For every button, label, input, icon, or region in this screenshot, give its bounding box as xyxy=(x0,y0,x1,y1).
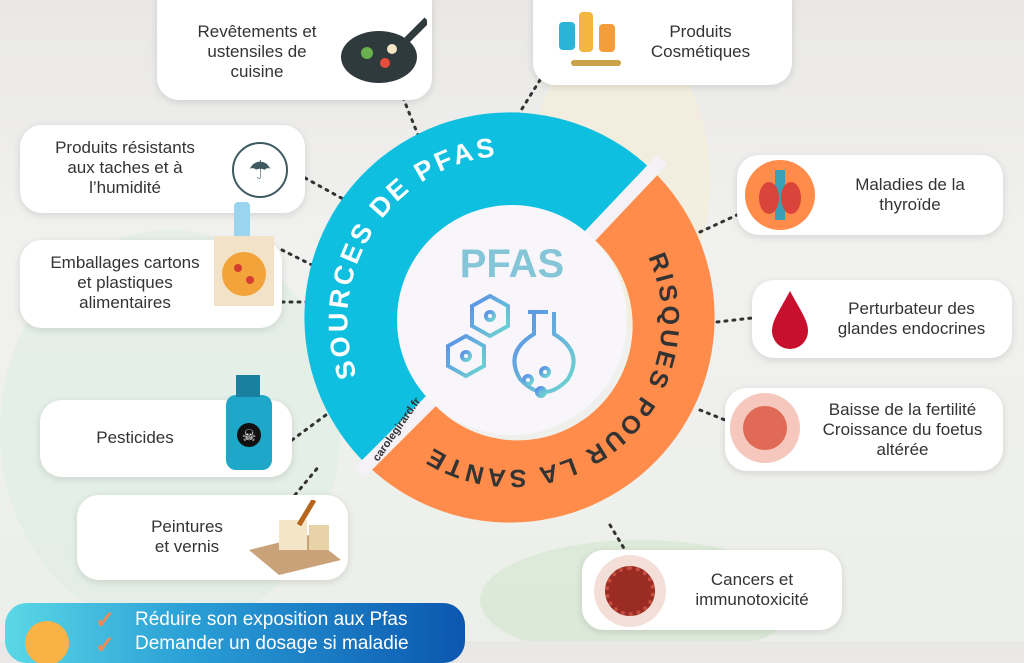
risk-card-fertility: Baisse de la fertilité Croissance du foe… xyxy=(725,388,1003,471)
virus-icon xyxy=(594,555,666,627)
molecule-flask-icon xyxy=(446,293,576,398)
source-label: Produits résistants aux taches et à l’hu… xyxy=(55,138,195,197)
risk-label: Cancers et immunotoxicité xyxy=(695,570,809,609)
source-card-pesticides: Pesticides ☠ xyxy=(40,375,292,477)
risk-label: Maladies de la thyroïde xyxy=(855,175,965,214)
risks-segment xyxy=(367,170,715,523)
sprayer-icon: ☠ xyxy=(212,365,287,477)
source-card-packaging: Emballages cartons et plastiques aliment… xyxy=(20,202,282,328)
source-label: Produits Cosmétiques xyxy=(650,22,751,61)
umbrella-icon: ☂ xyxy=(232,142,288,198)
sun-icon xyxy=(25,621,69,663)
paint-icon xyxy=(249,500,341,575)
center-circle xyxy=(397,205,627,435)
source-label: Revêtements et ustensiles de cuisine xyxy=(197,22,317,81)
source-label: Peintures et vernis xyxy=(151,517,223,556)
risk-label: Perturbateur des glandes endocrines xyxy=(837,299,986,338)
check-icon: ✓ xyxy=(95,607,116,634)
risk-label: Baisse de la fertilité Croissance du foe… xyxy=(822,400,983,459)
advice-line: Demander un dosage si maladie xyxy=(135,633,409,654)
source-label: Pesticides xyxy=(96,428,174,447)
source-card-cookware: Revêtements et ustensiles de cuisine xyxy=(157,0,432,100)
sources-segment xyxy=(304,112,652,466)
risk-card-thyroid: Maladies de la thyroïde xyxy=(737,155,1003,235)
pizza-box-icon xyxy=(206,202,286,322)
source-label: Emballages cartons et plastiques aliment… xyxy=(50,253,200,312)
check-icon: ✓ xyxy=(95,632,116,659)
thyroid-icon xyxy=(745,160,815,230)
risk-card-endocrine: Perturbateur des glandes endocrines xyxy=(752,280,1012,358)
source-card-paints: Peintures et vernis xyxy=(77,495,348,580)
advice-banner: ✓ Réduire son exposition aux Pfas ✓ Dema… xyxy=(5,603,465,663)
cosmetics-icon xyxy=(551,2,631,82)
svg-text:☠: ☠ xyxy=(242,428,256,445)
fetus-icon xyxy=(730,393,800,463)
blood-drop-icon xyxy=(760,284,820,354)
pfas-title: PFAS xyxy=(460,242,564,286)
pfas-ring-diagram: SOURCES DE PFAS RISQUES POUR LA SANTE ca… xyxy=(304,112,715,523)
frying-pan-icon xyxy=(337,10,427,90)
risk-card-cancer: Cancers et immunotoxicité xyxy=(582,550,842,630)
advice-line: Réduire son exposition aux Pfas xyxy=(135,609,408,630)
source-card-cosmetics: Produits Cosmétiques xyxy=(533,0,792,85)
source-card-stain-resistant: Produits résistants aux taches et à l’hu… xyxy=(20,125,305,213)
